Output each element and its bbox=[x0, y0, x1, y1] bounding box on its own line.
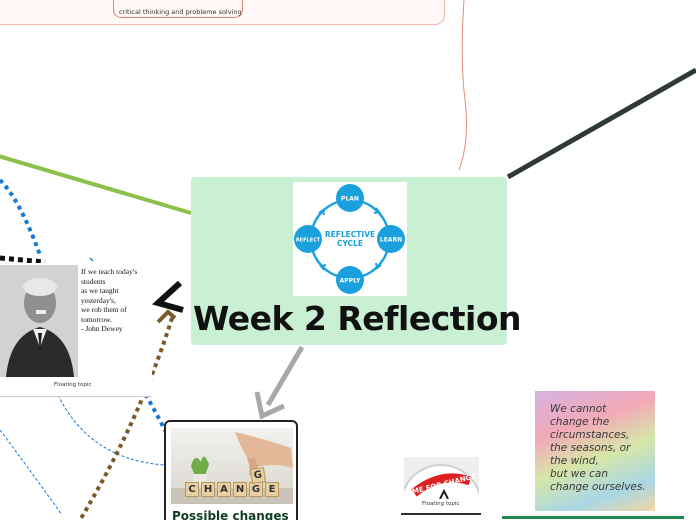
floating-topic-time-for-change[interactable]: TIME FOR CHANGE Floating topic bbox=[401, 455, 481, 515]
cycle-arrow-1 bbox=[373, 207, 381, 214]
top-card-inner-topic[interactable] bbox=[113, 0, 243, 18]
dashed-blue-curve-2 bbox=[0, 429, 63, 516]
floating-topic-dewey-quote[interactable]: If we teach today's students as we taugh… bbox=[0, 263, 152, 397]
quote2-line: change the bbox=[550, 416, 610, 428]
cycle-arrow-4 bbox=[318, 208, 325, 216]
change-letter-block: H bbox=[201, 482, 215, 497]
quote2-line: circumstances, bbox=[550, 429, 630, 441]
change-letter-block: G bbox=[249, 482, 263, 497]
black-arrow-head bbox=[151, 280, 184, 313]
reflective-cycle-image: PLAN LEARN APPLY REFLECT REFLECTIVE CYCL… bbox=[293, 182, 407, 296]
brown-arrow-head bbox=[156, 309, 177, 324]
quote-line: we rob them of bbox=[81, 305, 127, 314]
quote2-line: but we can bbox=[550, 468, 609, 480]
gray-arrow-shaft bbox=[265, 345, 305, 407]
cycle-center-line2: CYCLE bbox=[337, 239, 363, 248]
dashed-blue-curve bbox=[57, 394, 166, 466]
quote-line: as we taught bbox=[81, 286, 119, 295]
learn-node bbox=[377, 225, 405, 253]
apply-label: APPLY bbox=[340, 278, 361, 285]
john-dewey-photo bbox=[0, 265, 78, 377]
dotted-black-line bbox=[0, 255, 46, 265]
time-topic-underline bbox=[401, 513, 481, 515]
quote2-topic-underline bbox=[502, 516, 684, 519]
apply-node bbox=[336, 266, 364, 294]
change-letter-block: C bbox=[185, 482, 199, 497]
branch-line-left-green bbox=[0, 154, 192, 215]
plan-node bbox=[336, 184, 364, 212]
cycle-center-line1: REFLECTIVE bbox=[325, 230, 375, 239]
change-ourselves-quote-text: We cannot change the circumstances, the … bbox=[550, 403, 650, 494]
change-letter-block: N bbox=[233, 482, 247, 497]
dotted-blue-line-1 bbox=[0, 178, 42, 256]
learn-label: LEARN bbox=[380, 237, 402, 244]
change-letter-block: E bbox=[265, 482, 279, 497]
change-blocks-image: C H A N G E G bbox=[171, 428, 293, 504]
quote2-line: We cannot bbox=[550, 403, 607, 415]
quote-caption: Floating topic bbox=[54, 382, 92, 388]
reflect-node bbox=[294, 225, 322, 253]
time-for-change-image: TIME FOR CHANGE bbox=[404, 457, 479, 499]
quote-line: If we teach today's bbox=[81, 267, 138, 276]
cycle-arrow-2 bbox=[375, 262, 382, 270]
reflect-label: REFLECT bbox=[296, 238, 321, 244]
cycle-arrow-3 bbox=[319, 264, 327, 271]
branch-line-right-dark bbox=[506, 67, 696, 180]
topic-possible-changes[interactable]: C H A N G E G Possible changes bbox=[164, 420, 298, 520]
top-card-partial[interactable]: critical thinking and probleme solving bbox=[0, 0, 445, 25]
top-card-text: critical thinking and probleme solving bbox=[119, 8, 242, 16]
time-caption: Floating topic bbox=[422, 501, 460, 507]
central-topic-title: Week 2 Reflection bbox=[193, 299, 522, 338]
dewey-quote-text: If we teach today's students as we taugh… bbox=[81, 267, 151, 334]
central-topic[interactable]: PLAN LEARN APPLY REFLECT REFLECTIVE CYCL… bbox=[191, 177, 522, 345]
quote2-line: change ourselves. bbox=[550, 481, 646, 493]
possible-changes-label: Possible changes bbox=[172, 509, 289, 520]
change-letter-block: A bbox=[217, 482, 231, 497]
small-blue-mark bbox=[89, 257, 94, 262]
top-card-pink-line bbox=[458, 0, 468, 171]
dotted-brown-line bbox=[78, 317, 174, 520]
change-letter-block-raised: G bbox=[250, 467, 266, 484]
quote-line: - John Dewey bbox=[81, 324, 123, 333]
gray-arrow-head bbox=[254, 391, 286, 420]
quote2-line: the wind, bbox=[550, 455, 599, 467]
quote2-line: the seasons, or bbox=[550, 442, 631, 454]
quote-line: yesterday's, bbox=[81, 295, 116, 305]
floating-topic-change-ourselves-quote[interactable]: We cannot change the circumstances, the … bbox=[535, 391, 655, 511]
plan-label: PLAN bbox=[341, 196, 359, 203]
quote-line: students bbox=[81, 276, 106, 286]
quote-line: tomorrow. bbox=[81, 314, 112, 324]
